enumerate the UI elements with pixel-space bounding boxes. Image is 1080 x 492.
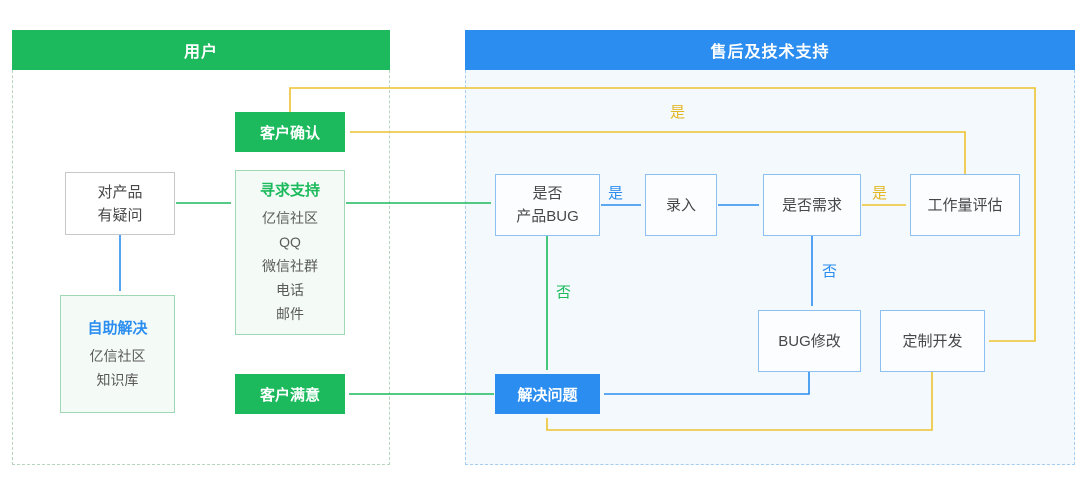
node-seek-support-item: 亿信社区 xyxy=(262,210,318,226)
node-self-solve: 自助解决 亿信社区 知识库 xyxy=(60,295,175,413)
edge-label-bug-no: 否 xyxy=(556,284,572,301)
node-custom-dev: 定制开发 xyxy=(880,310,985,372)
node-self-solve-title: 自助解决 xyxy=(87,319,148,337)
lane-user-header: 用户 xyxy=(12,30,390,70)
node-is-requirement: 是否需求 xyxy=(763,174,861,236)
node-have-question: 对产品 有疑问 xyxy=(65,172,175,235)
node-seek-support-item: 邮件 xyxy=(276,306,304,322)
node-customer-confirm: 客户确认 xyxy=(235,112,345,152)
node-customer-satisfied: 客户满意 xyxy=(235,374,345,414)
node-is-product-bug-line1: 是否 xyxy=(532,185,563,202)
node-self-solve-item: 亿信社区 xyxy=(89,347,146,364)
edge-label-bug-yes: 是 xyxy=(608,185,624,202)
node-bug-fix: BUG修改 xyxy=(758,310,861,372)
node-seek-support-item: 微信社群 xyxy=(262,258,318,274)
edge-label-requirement-yes: 是 xyxy=(872,185,888,202)
node-self-solve-item: 知识库 xyxy=(96,371,139,388)
node-is-product-bug-line2: 产品BUG xyxy=(516,208,579,225)
node-seek-support-title: 寻求支持 xyxy=(259,182,320,199)
node-seek-support-item: 电话 xyxy=(276,282,304,298)
node-workload-eval: 工作量评估 xyxy=(910,174,1020,236)
edge-label-confirm-yes: 是 xyxy=(670,104,686,121)
lane-support-header: 售后及技术支持 xyxy=(465,30,1075,70)
node-seek-support-item: QQ xyxy=(279,234,301,250)
node-is-product-bug: 是否 产品BUG xyxy=(495,174,600,236)
node-have-question-line1: 对产品 xyxy=(97,183,143,201)
node-solve-problem: 解决问题 xyxy=(495,374,600,414)
node-record: 录入 xyxy=(645,174,717,236)
edge-label-requirement-no: 否 xyxy=(822,263,838,280)
node-seek-support: 寻求支持 亿信社区 QQ 微信社群 电话 邮件 xyxy=(235,170,345,335)
node-have-question-line2: 有疑问 xyxy=(97,206,143,224)
